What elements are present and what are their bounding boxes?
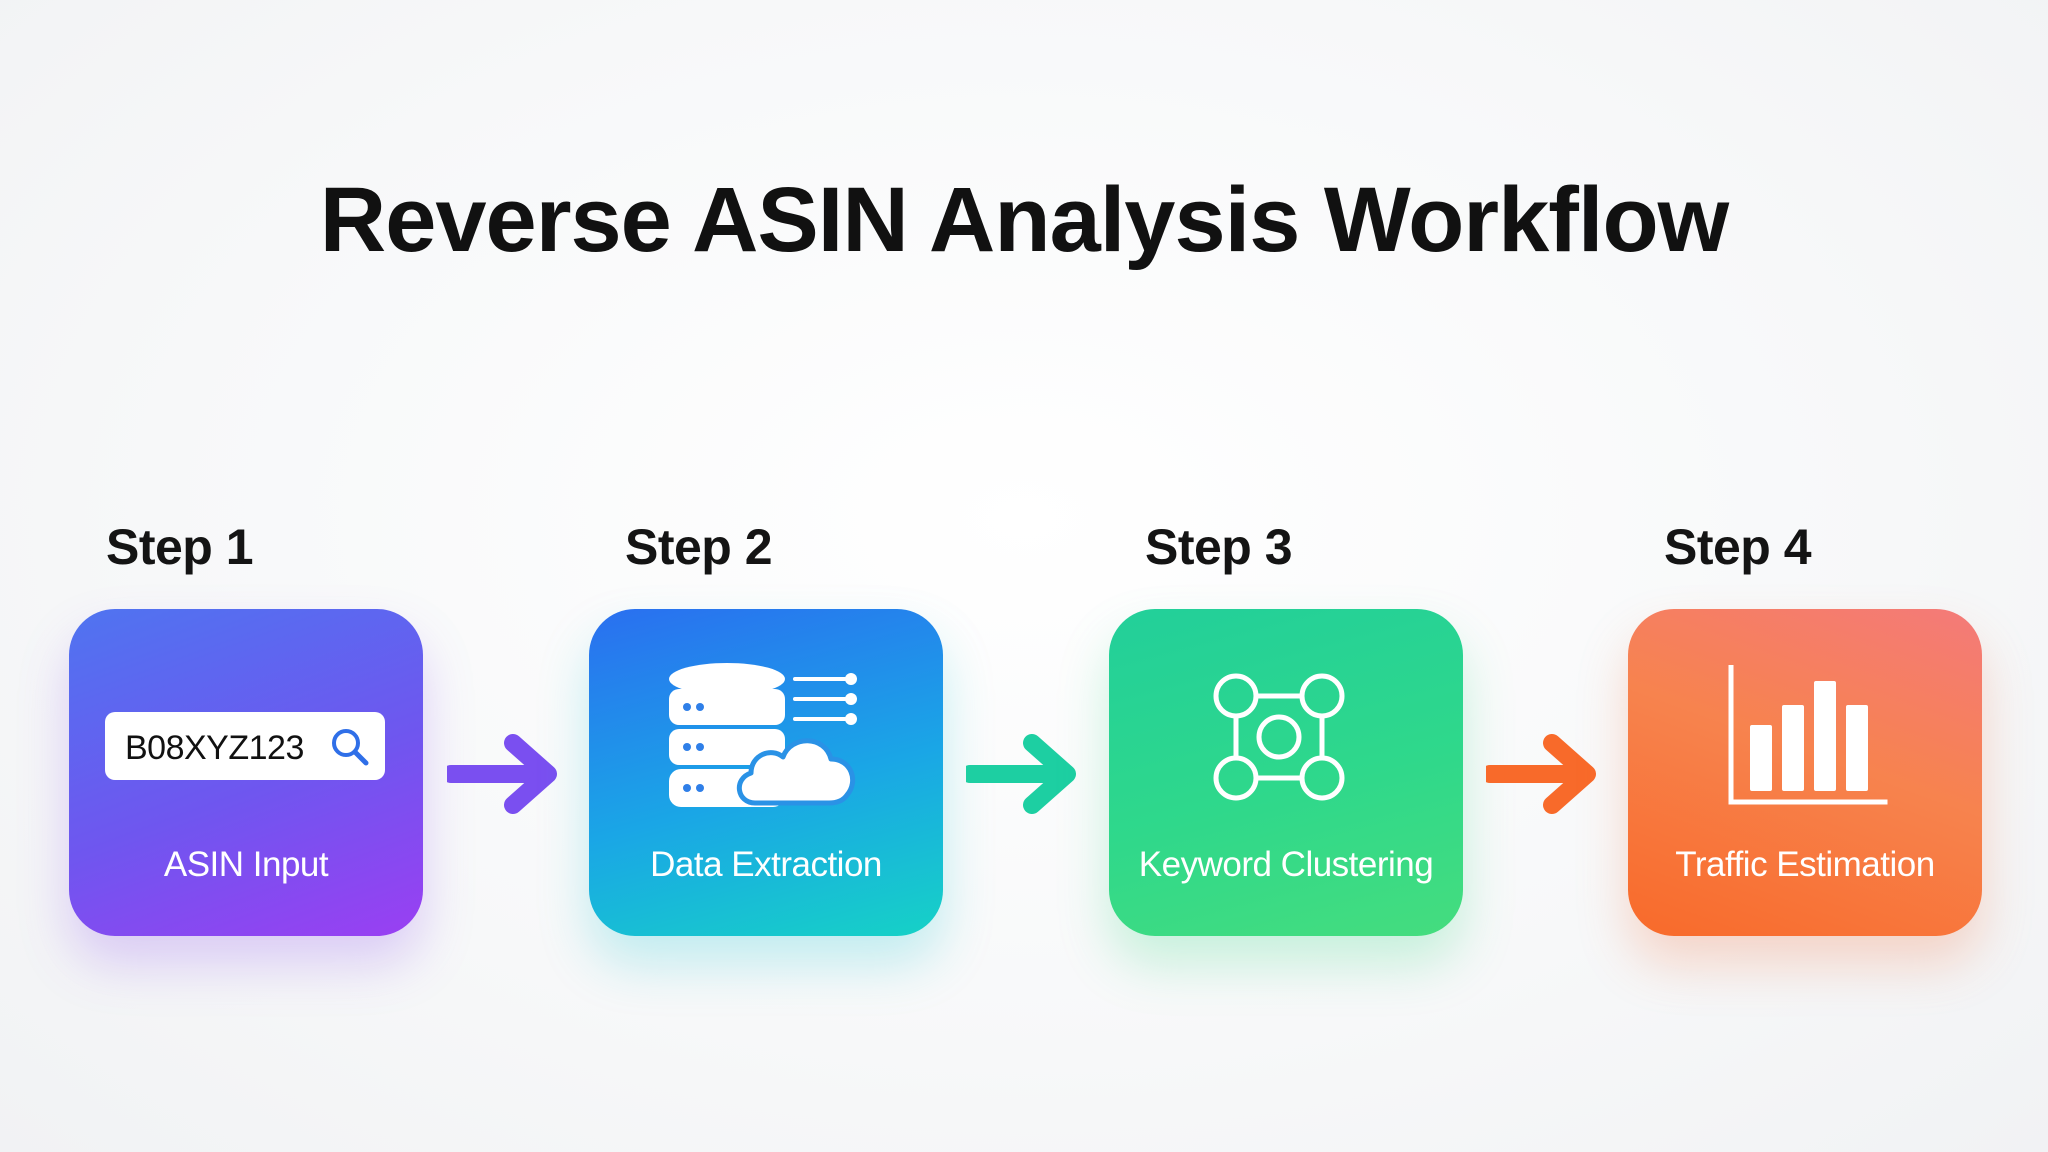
arrow-right-icon — [447, 734, 557, 814]
step-2-caption: Data Extraction — [650, 845, 882, 884]
arrow-right-icon — [1486, 734, 1596, 814]
arrow-right-icon — [966, 734, 1076, 814]
step-4-card: Traffic Estimation — [1628, 609, 1982, 936]
step-1-label: Step 1 — [106, 519, 254, 575]
step-3-card: Keyword Clustering — [1109, 609, 1463, 936]
cluster-nodes-icon — [1213, 673, 1345, 801]
asin-input-value: B08XYZ123 — [125, 729, 304, 767]
step-3-caption: Keyword Clustering — [1138, 845, 1434, 884]
step-1-card: B08XYZ123 ASIN Input — [69, 609, 423, 936]
diagram-title: Reverse ASIN Analysis Workflow — [319, 169, 1729, 271]
step-3-label: Step 3 — [1145, 519, 1293, 575]
step-4-label: Step 4 — [1664, 519, 1812, 575]
step-4-caption: Traffic Estimation — [1675, 845, 1935, 884]
database-cloud-icon — [669, 663, 857, 807]
bar-chart-icon — [1728, 665, 1888, 805]
asin-input-field[interactable]: B08XYZ123 — [105, 712, 385, 780]
search-icon[interactable] — [329, 726, 371, 768]
step-1-caption: ASIN Input — [163, 845, 329, 884]
step-2-card: Data Extraction — [589, 609, 943, 936]
step-2-label: Step 2 — [625, 519, 773, 575]
